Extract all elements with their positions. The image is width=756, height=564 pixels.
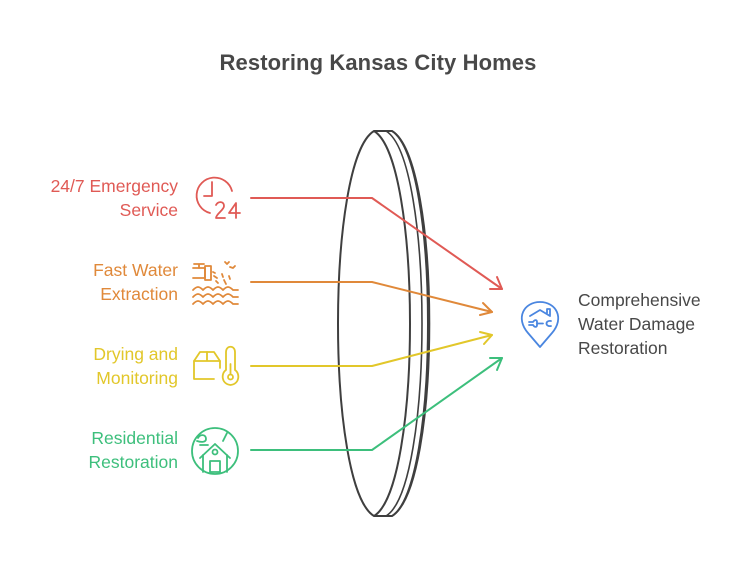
connector-emergency (250, 197, 503, 290)
pipe-water-icon (192, 261, 239, 305)
label-line: Fast Water (93, 260, 178, 280)
location-house-wrench-icon (520, 301, 560, 348)
label-line: Extraction (100, 284, 178, 304)
input-label-extraction: Fast Water Extraction (93, 258, 178, 306)
output-label: Comprehensive Water Damage Restoration (578, 288, 701, 360)
label-line: Restoration (88, 452, 179, 472)
connector-drying (250, 331, 493, 367)
lens-shape (337, 130, 431, 517)
input-label-residential: Residential Restoration (89, 426, 179, 474)
connector-extraction (250, 281, 493, 316)
label-line: 24/7 Emergency (50, 176, 178, 196)
clock-24-icon (195, 176, 241, 219)
box-thermometer-icon (193, 345, 240, 386)
label-line: Water Damage (578, 314, 696, 334)
label-line: Restoration (578, 338, 668, 358)
label-line: Drying and (93, 344, 178, 364)
label-line: Service (119, 200, 178, 220)
house-storm-icon (191, 427, 239, 475)
input-label-emergency: 24/7 Emergency Service (51, 174, 178, 222)
label-line: Monitoring (96, 368, 178, 388)
connector-residential (250, 357, 503, 451)
label-line: Residential (91, 428, 178, 448)
input-label-drying: Drying and Monitoring (93, 342, 178, 390)
label-line: Comprehensive (578, 290, 701, 310)
diagram-title: Restoring Kansas City Homes (219, 50, 537, 75)
